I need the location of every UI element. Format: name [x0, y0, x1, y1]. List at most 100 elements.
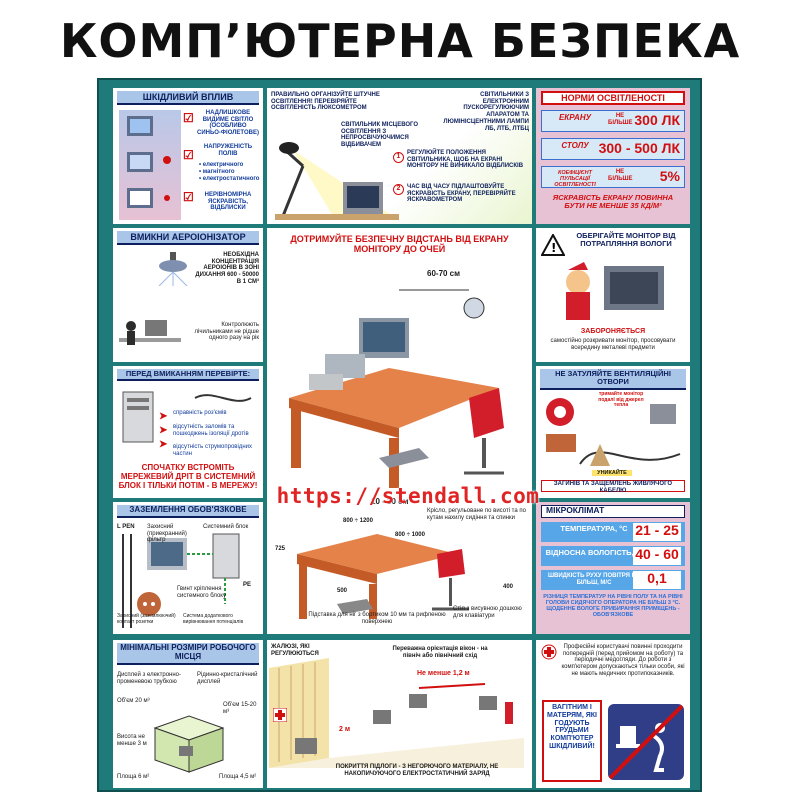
check-warning: СПОЧАТКУ ВСТРОМІТЬ МЕРЕЖЕВИЙ ДРІТ В СИСТ… [118, 463, 258, 490]
workstation-panel: ДОТРИМУЙТЕ БЕЗПЕЧНУ ВІДСТАНЬ ВІД ЕКРАНУ … [267, 228, 532, 634]
furniture-diagram [297, 534, 469, 619]
dim-725: 725 [275, 546, 286, 552]
monitor-rays-icon [127, 116, 171, 208]
dim-800-1000: 800 ÷ 1000 [395, 532, 425, 538]
room-blinds: ЖАЛЮЗІ, ЯКІ РЕГУЛЮЮТЬСЯ [271, 644, 319, 657]
micro-row-airspeed: ШВИДКІСТЬ РУХУ ПОВІТРЯ НЕ БІЛЬШ, М/С 0,1 [541, 570, 685, 590]
norm-label-pulse: КОЕФІЦІЄНТ ПУЛЬСАЦІЇ ОСВІТЛЕНОСТІ [554, 170, 596, 189]
warning-icon: ! [541, 234, 565, 256]
ionizer-concentration: НЕОБХІДНА КОНЦЕНТРАЦІЯ АЕРОІОНІВ В ЗОНІ … [195, 252, 259, 285]
norm-row-screen: ЕКРАНУ НЕ БІЛЬШЕ 300 ЛК [541, 110, 685, 132]
harmful-panel: ШКІДЛИВИЙ ВПЛИВ ☑ ☑ ☑ НАДЛИШКОВЕ ВИДИМЕ … [113, 88, 263, 224]
poster-title: КОМП’ЮТЕРНА БЕЗПЕКА [59, 14, 741, 68]
stand-note: Стіл з висувною дошкою для клавіатури [453, 606, 522, 619]
field-static: • електростатичного [199, 176, 260, 182]
label-system-unit: Системний блок [203, 524, 249, 530]
norms-footer: ЯСКРАВІСТЬ ЕКРАНУ ПОВИННА БУТИ НЕ МЕНШЕ … [552, 193, 674, 211]
distance-header: ДОТРИМУЙТЕ БЕЗПЕЧНУ ВІДСТАНЬ ВІД ЕКРАНУ … [290, 234, 509, 255]
room-floor: ПОКРИТТЯ ПІДЛОГИ - З НЕГОРЮЧОГО МАТЕРІАЛ… [335, 764, 499, 777]
harmful-check-icons: ☑ ☑ ☑ [183, 111, 194, 204]
field-electric: • електричного [199, 162, 244, 168]
desk-lamp-icon [275, 142, 399, 220]
check-item-exposed: відсутність струмопровідних частин [173, 444, 252, 457]
monitors-illustration [119, 110, 181, 220]
room-two-meters: 2 м [339, 726, 351, 733]
minsize-vol-crt: Об'єм 20 м³ [117, 698, 150, 704]
moisture-panel: ! ОБЕРІГАЙТЕ МОНІТОР ВІД ПОТРАПЛЯННЯ ВОЛ… [536, 228, 690, 362]
workstation-illustration [289, 289, 504, 488]
medical-panel: Професійні користувачі повинні проходити… [536, 640, 690, 788]
micro-row-temp: ТЕМПЕРАТУРА, °С 21 - 25 [541, 522, 685, 542]
micro-value-temp: 21 - 25 [633, 522, 681, 541]
vents-illustration [546, 398, 681, 466]
medical-cross-icon [541, 644, 557, 660]
svg-text:!: ! [551, 241, 556, 255]
check-header: ПЕРЕД ВМИКАННЯМ ПЕРЕВІРТЕ: [117, 369, 259, 382]
minsize-area-lcd: Площа 4,5 м² [219, 774, 257, 780]
norms-panel: НОРМИ ОСВІТЛЕНОСТІ ЕКРАНУ НЕ БІЛЬШЕ 300 … [536, 88, 690, 224]
dim-500: 500 [337, 588, 348, 594]
vents-note: тримайте монітор подалі від джерел тепла [598, 391, 644, 409]
label-l-pen: L PEN [117, 524, 135, 530]
moisture-header: ОБЕРІГАЙТЕ МОНІТОР ВІД ПОТРАПЛЯННЯ ВОЛОГ… [576, 231, 676, 249]
lighting-step-1: РЕГУЛЮЙТЕ ПОЛОЖЕННЯ СВІТИЛЬНИКА, ЩОБ НА … [407, 150, 524, 170]
label-potential: Система додаткового вирівнювання потенці… [183, 613, 244, 625]
micro-label-temp: ТЕМПЕРАТУРА, °С [560, 524, 628, 533]
lighting-panel: ПРАВИЛЬНО ОРГАНІЗУЙТЕ ШТУЧНЕ ОСВІТЛЕННЯ!… [267, 88, 532, 224]
harmful-header: ШКІДЛИВИЙ ВПЛИВ [117, 91, 259, 106]
grounding-header: ЗАЗЕМЛЕННЯ ОБОВ'ЯЗКОВЕ [117, 505, 259, 518]
room-min-distance: Не менше 1,2 м [417, 670, 470, 677]
harmful-item-light: НАДЛИШКОВЕ ВИДИМЕ СВІТЛО (ОСОБЛИВО СИНЬО… [197, 110, 259, 137]
micro-label-airspeed: ШВИДКІСТЬ РУХУ ПОВІТРЯ НЕ БІЛЬШ, М/С [548, 573, 640, 586]
room-illustration [269, 658, 524, 768]
minsize-lcd: Рідинно-кристалічний дисплей [197, 672, 258, 685]
ionizer-header: ВМИКНИ АЕРОІОНІЗАТОР [117, 231, 259, 246]
minsize-panel: МІНІМАЛЬНІ РОЗМІРИ РОБОЧОГО МІСЦЯ Диспле… [113, 640, 263, 788]
minsize-height: Висота не менше 3 м [117, 734, 147, 747]
label-socket: Захисний (заземлюючий) контакт розетки [117, 613, 176, 625]
micro-header: МІКРОКЛІМАТ [541, 505, 685, 518]
system-unit-icon [122, 391, 154, 443]
label-pe: PE [243, 582, 252, 588]
norm-row-pulse: КОЕФІЦІЄНТ ПУЛЬСАЦІЇ ОСВІТЛЕНОСТІ НЕ БІЛ… [541, 166, 685, 188]
lighting-step-2: ЧАС ВІД ЧАСУ ПІДЛАШТОВУЙТЕ ЯСКРАВІСТЬ ЕК… [407, 184, 516, 204]
spill-illustration [566, 262, 664, 320]
norm-row-table: СТОЛУ 300 - 500 ЛК [541, 138, 685, 160]
norm-cond-pulse: НЕ БІЛЬШЕ [608, 169, 633, 182]
poster-board: ШКІДЛИВИЙ ВПЛИВ ☑ ☑ ☑ НАДЛИШКОВЕ ВИДИМЕ … [97, 78, 702, 792]
ionizer-panel: ВМИКНИ АЕРОІОНІЗАТОР НЕОБХІДНА КОНЦЕНТРА… [113, 228, 263, 362]
cable-icon [194, 394, 252, 402]
micro-label-humidity: ВІДНОСНА ВОЛОГІСТЬ, % [545, 548, 643, 557]
lighting-lamps: СВІТИЛЬНИКИ З ЕЛЕКТРОННИМ ПУСКОРЕГУЛЮЮЧИ… [443, 92, 529, 132]
first-aid-icon [273, 708, 287, 722]
medical-warning: ВАГІТНИМ І МАТЕРЯМ, ЯКІ ГОДУЮТЬ ГРУДЬМИ … [542, 700, 602, 782]
workplace-icon [119, 320, 181, 345]
no-pregnant-icon [608, 704, 684, 780]
dim-400: 400 [503, 584, 514, 590]
medical-text: Професійні користувачі повинні проходити… [561, 644, 685, 677]
norm-value-pulse: 5% [659, 168, 680, 184]
distance-60-70: 60-70 см [427, 269, 461, 278]
field-magnetic: • магнітного [199, 169, 235, 175]
vents-panel: НЕ ЗАТУЛЯЙТЕ ВЕНТИЛЯЦІЙНІ ОТВОРИ тримайт… [536, 366, 690, 498]
distance-10-30: 10 - 30 см [371, 497, 409, 506]
lighting-local: СВІТИЛЬНИК МІСЦЕВОГО ОСВІТЛЕННЯ З НЕПРОС… [341, 122, 419, 149]
minsize-header: МІНІМАЛЬНІ РОЗМІРИ РОБОЧОГО МІСЦЯ [117, 643, 259, 665]
moisture-text: самостійно розкривати монітор, просовува… [550, 338, 676, 351]
dim-800-1200: 800 ÷ 1200 [343, 518, 373, 524]
grounding-diagram [122, 533, 240, 628]
norm-label-screen: ЕКРАНУ [558, 113, 592, 122]
norm-value-screen: 300 ЛК [634, 112, 680, 128]
step-1-marker: 1 [393, 152, 404, 163]
chair-note: Крісло, регульоване по висоті та по кута… [427, 508, 526, 521]
minsize-crt: Дисплей з електронно-променевою трубкою [117, 672, 181, 685]
micro-value-humidity: 40 - 60 [633, 546, 681, 565]
check-panel: ПЕРЕД ВМИКАННЯМ ПЕРЕВІРТЕ: ➤➤➤ справніст… [113, 366, 263, 498]
ionizer-icon [158, 252, 188, 286]
grounding-panel: ЗАЗЕМЛЕННЯ ОБОВ'ЯЗКОВЕ L PEN Захисний (п… [113, 502, 263, 634]
room-orientation: Переважна орієнтація вікон - на північ а… [392, 646, 488, 659]
label-screw: Гвинт кріплення системного блоку [177, 586, 226, 599]
norms-header: НОРМИ ОСВІТЛЕНОСТІ [541, 91, 685, 105]
micro-panel: МІКРОКЛІМАТ ТЕМПЕРАТУРА, °С 21 - 25 ВІДН… [536, 502, 690, 634]
micro-note: РІЗНИЦЯ ТЕМПЕРАТУР НА РІВНІ ПОЛУ ТА НА Р… [543, 594, 683, 619]
